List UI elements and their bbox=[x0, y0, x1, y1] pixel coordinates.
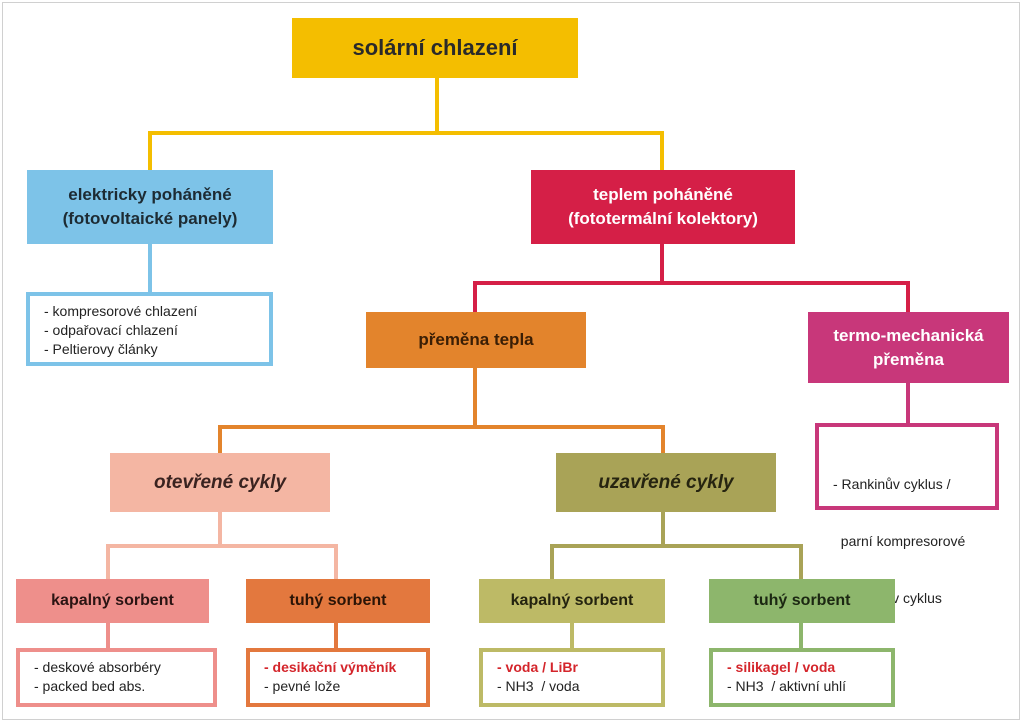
open-solid-list: - desikační výměník - pevné lože bbox=[246, 648, 430, 707]
closed-cycles-label: uzavřené cykly bbox=[598, 471, 734, 493]
thermo-mech-node: termo-mechanická přeměna bbox=[808, 312, 1009, 383]
closed-liquid-list: - voda / LiBr - NH3 / voda bbox=[479, 648, 665, 707]
closed-cycles-node: uzavřené cykly bbox=[556, 453, 776, 512]
electric-list: - kompresorové chlazení - odpařovací chl… bbox=[26, 292, 273, 366]
closed-solid-label: tuhý sorbent bbox=[753, 592, 851, 609]
heat-conversion-node: přeměna tepla bbox=[366, 312, 586, 368]
open-cycles-node: otevřené cykly bbox=[110, 453, 330, 512]
thermal-label: teplem poháněné (fototermální kolektory) bbox=[568, 185, 758, 228]
list-item: - silikagel / voda bbox=[727, 659, 836, 675]
root-node: solární chlazení bbox=[292, 18, 578, 78]
open-liquid-node: kapalný sorbent bbox=[16, 579, 209, 623]
connector-closed bbox=[550, 512, 665, 579]
list-item: - packed bed abs. bbox=[34, 678, 146, 694]
thermal-node: teplem poháněné (fototermální kolektory) bbox=[531, 170, 795, 244]
closed-solid-node: tuhý sorbent bbox=[709, 579, 895, 623]
open-liquid-list: - deskové absorbéry - packed bed abs. bbox=[16, 648, 217, 707]
connector-closed-right bbox=[663, 544, 803, 579]
connector-open-right bbox=[220, 544, 338, 579]
connector-root bbox=[148, 78, 439, 170]
connector-root-right bbox=[437, 131, 664, 170]
electric-node: elektricky poháněné (fotovoltaické panel… bbox=[27, 170, 273, 244]
electric-label: elektricky poháněné (fotovoltaické panel… bbox=[62, 185, 238, 228]
list-item: - NH3 / aktivní uhlí bbox=[727, 678, 847, 694]
connector-heat bbox=[218, 368, 477, 453]
connector-thermal bbox=[473, 244, 664, 312]
root-label: solární chlazení bbox=[352, 35, 518, 60]
thermo-mech-label: termo-mechanická přeměna bbox=[833, 325, 984, 369]
connector-open bbox=[106, 512, 222, 579]
list-item: - Rankinův cyklus / bbox=[833, 476, 951, 492]
closed-solid-list: - silikagel / voda - NH3 / aktivní uhlí bbox=[709, 648, 895, 707]
list-item: - odpařovací chlazení bbox=[44, 322, 178, 338]
list-item: - deskové absorbéry bbox=[34, 659, 161, 675]
thermo-mech-list: - Rankinův cyklus / parní kompresorové -… bbox=[815, 423, 999, 606]
open-solid-node: tuhý sorbent bbox=[246, 579, 430, 623]
connector-heat-right bbox=[475, 425, 665, 453]
list-item: - desikační výměník bbox=[264, 659, 397, 675]
connector-thermal-right bbox=[662, 281, 910, 312]
open-solid-label: tuhý sorbent bbox=[289, 592, 387, 609]
closed-liquid-label: kapalný sorbent bbox=[510, 592, 634, 609]
closed-liquid-node: kapalný sorbent bbox=[479, 579, 665, 623]
open-liquid-label: kapalný sorbent bbox=[51, 592, 174, 609]
list-item: parní kompresorové bbox=[833, 533, 966, 549]
heat-conversion-label: přeměna tepla bbox=[418, 330, 534, 349]
list-item: - kompresorové chlazení bbox=[44, 303, 198, 319]
open-cycles-label: otevřené cykly bbox=[153, 471, 287, 493]
list-item: - pevné lože bbox=[264, 678, 341, 694]
list-item: - Peltierovy články bbox=[44, 341, 158, 357]
list-item: - NH3 / voda bbox=[497, 678, 580, 694]
list-item: - voda / LiBr bbox=[497, 659, 578, 675]
